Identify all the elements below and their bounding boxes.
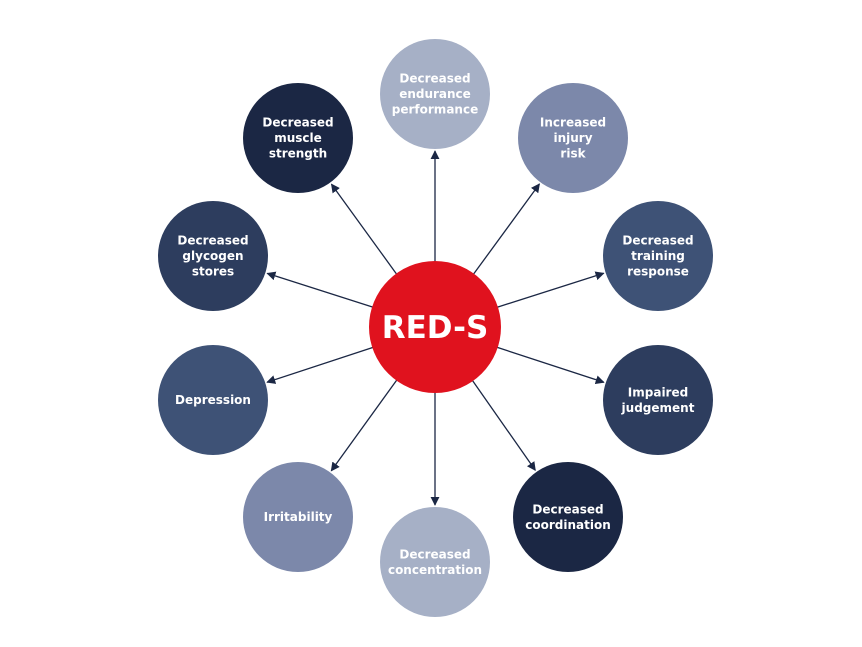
node-circle xyxy=(243,462,353,572)
arrows-group xyxy=(266,150,605,506)
node-label-line: Depression xyxy=(175,393,251,407)
arrow-to-decreased-coordination xyxy=(471,379,536,472)
node-label: Irritability xyxy=(264,510,333,524)
node-circle xyxy=(603,345,713,455)
node-label-line: Increased xyxy=(540,116,606,130)
node-decreased-concentration: Decreased concentration xyxy=(380,507,490,617)
arrow-to-impaired-judgement xyxy=(495,346,605,385)
node-label-line: response xyxy=(627,265,689,279)
node-label-line: Decreased xyxy=(622,234,693,248)
node-label-line: Decreased xyxy=(532,502,603,516)
node-circle xyxy=(243,83,353,193)
arrow-to-decreased-training-response xyxy=(495,271,605,309)
node-label-line: strength xyxy=(269,147,327,161)
node-circle xyxy=(158,201,268,311)
node-label: Depression xyxy=(175,393,251,407)
arrow-to-decreased-glycogen-stores xyxy=(266,271,375,309)
node-label: Decreased concentration xyxy=(388,547,482,577)
node-label-line: risk xyxy=(560,147,586,161)
node-label-line: Impaired xyxy=(628,385,688,399)
center-node: RED-S xyxy=(369,261,501,393)
node-label-line: coordination xyxy=(525,518,611,532)
node-label-line: stores xyxy=(192,265,234,279)
center-label: RED-S xyxy=(382,310,489,346)
node-label-line: glycogen xyxy=(182,249,243,263)
arrow-to-increased-injury-risk xyxy=(472,183,540,276)
node-label: Decreased coordination xyxy=(525,502,611,532)
node-label-line: injury xyxy=(553,131,592,145)
node-circle xyxy=(380,507,490,617)
node-label-line: concentration xyxy=(388,563,482,577)
node-label-line: Irritability xyxy=(264,510,333,524)
node-label-line: Decreased xyxy=(399,72,470,86)
node-label-line: training xyxy=(631,249,685,263)
node-irritability: Irritability xyxy=(243,462,353,572)
node-label-line: performance xyxy=(392,103,478,117)
node-circle xyxy=(603,201,713,311)
node-decreased-coordination: Decreased coordination xyxy=(513,462,623,572)
node-circle xyxy=(518,83,628,193)
center-circle xyxy=(369,261,501,393)
node-circle xyxy=(158,345,268,455)
node-circle xyxy=(513,462,623,572)
node-label-line: judgement xyxy=(621,401,695,415)
node-depression: Depression xyxy=(158,345,268,455)
node-label-line: Decreased xyxy=(177,234,248,248)
node-impaired-judgement: Impaired judgement xyxy=(603,345,713,455)
node-label: Impaired judgement xyxy=(621,385,695,415)
node-label-line: endurance xyxy=(399,87,471,101)
node-label-line: Decreased xyxy=(262,116,333,130)
node-label-line: muscle xyxy=(274,131,322,145)
arrow-to-depression xyxy=(266,346,375,384)
node-circle xyxy=(380,39,490,149)
node-label-line: Decreased xyxy=(399,547,470,561)
arrow-to-irritability xyxy=(330,378,399,472)
arrow-to-decreased-muscle-strength xyxy=(330,183,398,276)
